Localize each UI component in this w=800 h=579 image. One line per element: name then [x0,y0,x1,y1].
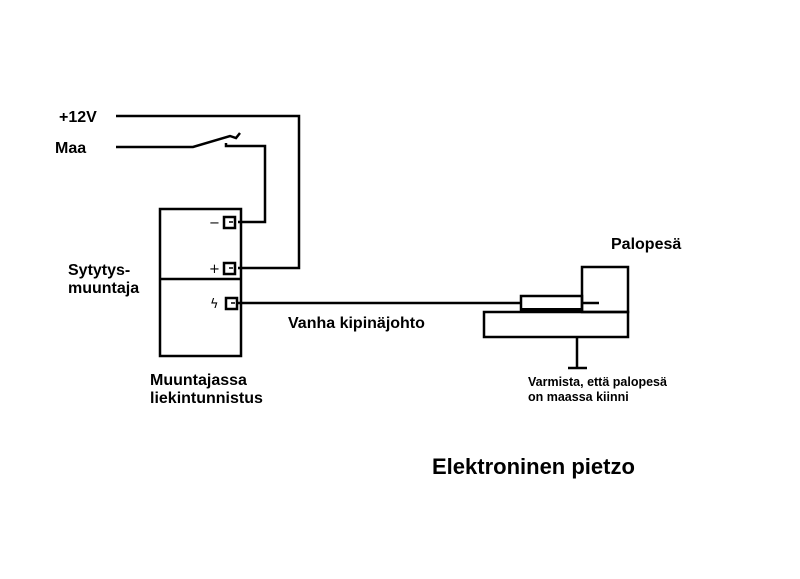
supply-wire [116,114,301,270]
ignition-coil-label-line2: muuntaja [68,280,139,297]
ground-note-line1: Varmista, että palopesä [528,375,667,389]
minus-symbol: − [209,216,220,231]
ignition-coil-box [158,207,243,358]
ignition-coil-label-line1: Sytytys- [68,262,130,279]
electrode-body [519,294,584,312]
coil-note-line2: liekintunnistus [150,390,263,407]
burner-head-label: Palopesä [611,236,681,253]
old-wire-label: Vanha kipinäjohto [288,315,425,332]
ground-wire [116,132,241,149]
coil-note-line1: Muuntajassa [150,372,247,389]
supply-label: +12V [59,109,97,126]
switch-contact [224,143,267,224]
spark-icon: ϟ [210,297,219,312]
ground-note-line2: on maassa kiinni [528,390,629,404]
diagram-title: Elektroninen pietzo [432,454,635,479]
plus-symbol: + [209,262,220,277]
burner-base-plate [482,310,630,339]
ground-label: Maa [55,140,86,157]
burner-upper-block [580,265,630,314]
